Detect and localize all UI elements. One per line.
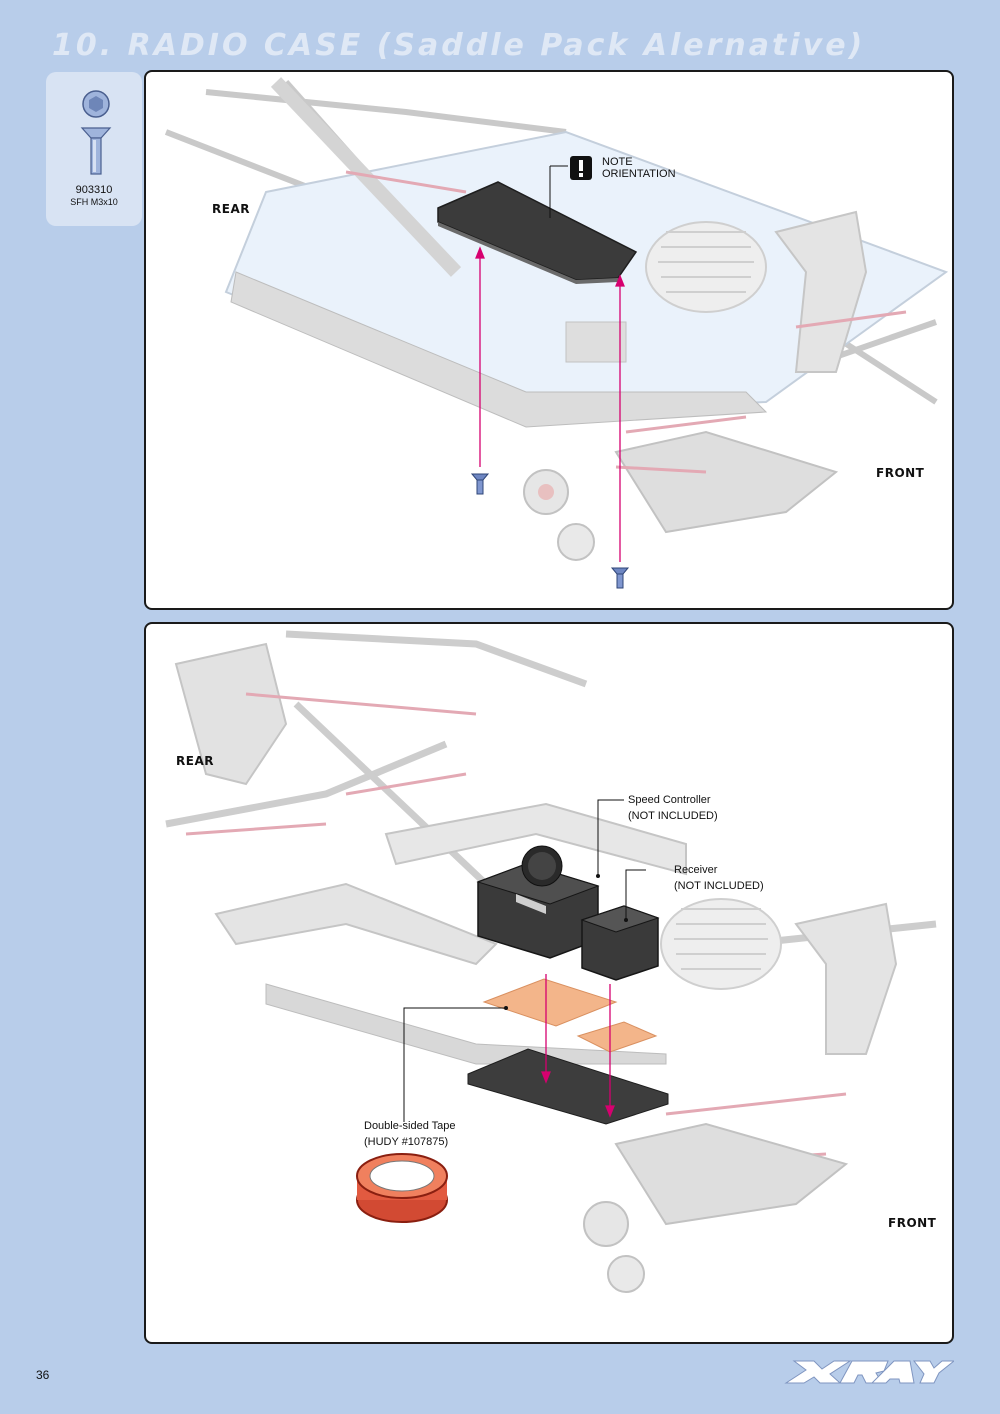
speed-controller-image xyxy=(476,845,600,959)
note-label: NOTE xyxy=(602,156,633,168)
tape-note: (HUDY #107875) xyxy=(364,1136,449,1148)
chassis-illustration-1 xyxy=(164,77,949,589)
xray-logo xyxy=(784,1360,954,1384)
speed-controller-note: (NOT INCLUDED) xyxy=(628,810,718,822)
step-panel-1: NOTE ORIENTATION REAR FRONT xyxy=(144,70,954,610)
receiver-note: (NOT INCLUDED) xyxy=(674,880,764,892)
part-number: 903310 xyxy=(75,184,113,196)
receiver-image xyxy=(580,905,660,981)
note-label-2: ORIENTATION xyxy=(602,168,676,180)
receiver-label: Receiver xyxy=(674,864,718,876)
part-description: SFH M3x10 xyxy=(70,197,118,207)
parts-card: 903310 SFH M3x10 xyxy=(46,72,142,226)
front-label: FRONT xyxy=(888,1216,937,1230)
front-label: FRONT xyxy=(876,466,925,480)
page-title: 10. RADIO CASE (Saddle Pack Alernative) xyxy=(52,28,866,63)
tape-label: Double-sided Tape xyxy=(364,1120,456,1132)
speed-controller-label: Speed Controller xyxy=(628,794,711,806)
rear-label: REAR xyxy=(212,202,250,216)
chassis-illustration-2 xyxy=(165,630,937,1293)
screw-icon xyxy=(80,90,112,175)
rear-label: REAR xyxy=(176,754,214,768)
page-number: 36 xyxy=(36,1368,50,1382)
step-panel-2: REAR FRONT Speed Controller (NOT INCLUDE… xyxy=(144,622,954,1344)
screw-icon xyxy=(470,473,630,589)
tape-roll-image xyxy=(356,1153,448,1223)
